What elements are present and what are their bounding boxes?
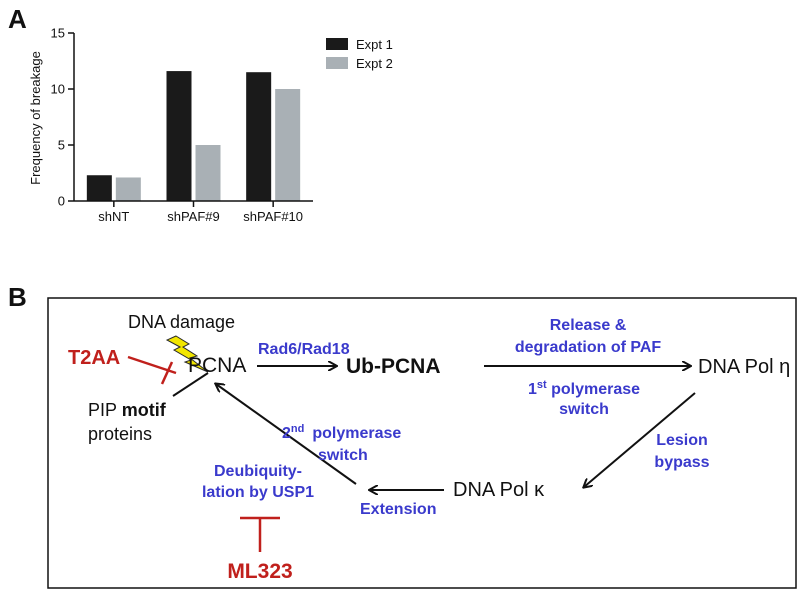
pip-text: PIP	[88, 400, 117, 420]
y-tick-label: 0	[58, 194, 65, 209]
pip-inhibition-line	[172, 372, 209, 397]
panel-a-label: A	[8, 4, 27, 34]
lesion-label-line1: Lesion	[656, 432, 708, 449]
x-tick-label: shPAF#10	[243, 209, 303, 224]
first-switch-num: 1	[528, 381, 537, 398]
chart-legend: Expt 1 Expt 2	[326, 37, 393, 71]
release-label-line2: degradation of PAF	[515, 339, 662, 356]
second-switch-rest: polymerase	[312, 425, 401, 442]
bar-shPAF#10-Expt 1	[246, 72, 272, 201]
release-label-line1: Release &	[550, 317, 627, 334]
y-axis-title: Frequency of breakage	[28, 51, 43, 185]
bar-shNT-Expt 1	[86, 175, 112, 201]
first-switch-rest: polymerase	[547, 381, 640, 398]
chart-bars	[86, 71, 301, 201]
dna-pol-kappa-label: DNA Pol κ	[453, 479, 545, 501]
lesion-label-line2: bypass	[654, 454, 709, 471]
first-switch-line1: 1st polymerase	[528, 379, 640, 398]
dna-damage-label: DNA damage	[128, 312, 235, 332]
t2aa-inhibition-bar	[160, 361, 174, 385]
x-tick-label: shPAF#9	[167, 209, 220, 224]
y-tick-label: 15	[51, 26, 65, 41]
legend-swatch	[326, 57, 348, 69]
bar-shNT-Expt 2	[115, 177, 141, 201]
second-switch-sup: nd	[291, 423, 304, 435]
t2aa-label: T2AA	[68, 347, 120, 369]
extension-label: Extension	[360, 501, 436, 518]
proteins-label: proteins	[88, 424, 152, 444]
deubiquitylation-line1: Deubiquity-	[214, 463, 302, 480]
deubiquitylation-line2: lation by USP1	[202, 484, 314, 501]
legend-label: Expt 1	[356, 37, 393, 52]
pip-motif-label: PIP motif	[88, 400, 167, 420]
dna-pol-eta-label: DNA Pol η	[698, 356, 790, 378]
diagram-frame	[47, 297, 797, 589]
ub-pcna-label: Ub-PCNA	[346, 355, 441, 378]
rad6-rad18-label: Rad6/Rad18	[258, 341, 350, 358]
bar-chart: 0 5 10 15 shNT shPAF#9 shPAF#10 Frequency of …	[28, 26, 393, 225]
x-tick-label: shNT	[98, 209, 129, 224]
second-switch-line1: 2nd polymerase	[282, 423, 401, 442]
second-switch-num: 2	[282, 425, 291, 442]
panel-b-label: B	[8, 282, 27, 312]
legend-swatch	[326, 38, 348, 50]
first-switch-line2: switch	[559, 401, 609, 418]
first-switch-sup: st	[537, 379, 547, 391]
bar-shPAF#9-Expt 1	[166, 71, 192, 201]
ml323-label: ML323	[227, 560, 292, 583]
y-ticks: 0 5 10 15	[51, 26, 74, 209]
legend-label: Expt 2	[356, 56, 393, 71]
y-tick-label: 5	[58, 138, 65, 153]
second-switch-line2: switch	[318, 447, 368, 464]
pcna-label: PCNA	[188, 354, 246, 377]
motif-text: motif	[122, 400, 167, 420]
y-tick-label: 10	[51, 82, 65, 97]
x-ticks: shNT shPAF#9 shPAF#10	[98, 201, 303, 224]
arrow-extension-to-pcna	[216, 384, 357, 485]
arrow-poleta-to-polkappa	[584, 392, 696, 487]
bar-shPAF#10-Expt 2	[275, 89, 301, 201]
lightning-icon	[165, 335, 209, 373]
bar-shPAF#9-Expt 2	[195, 145, 221, 201]
